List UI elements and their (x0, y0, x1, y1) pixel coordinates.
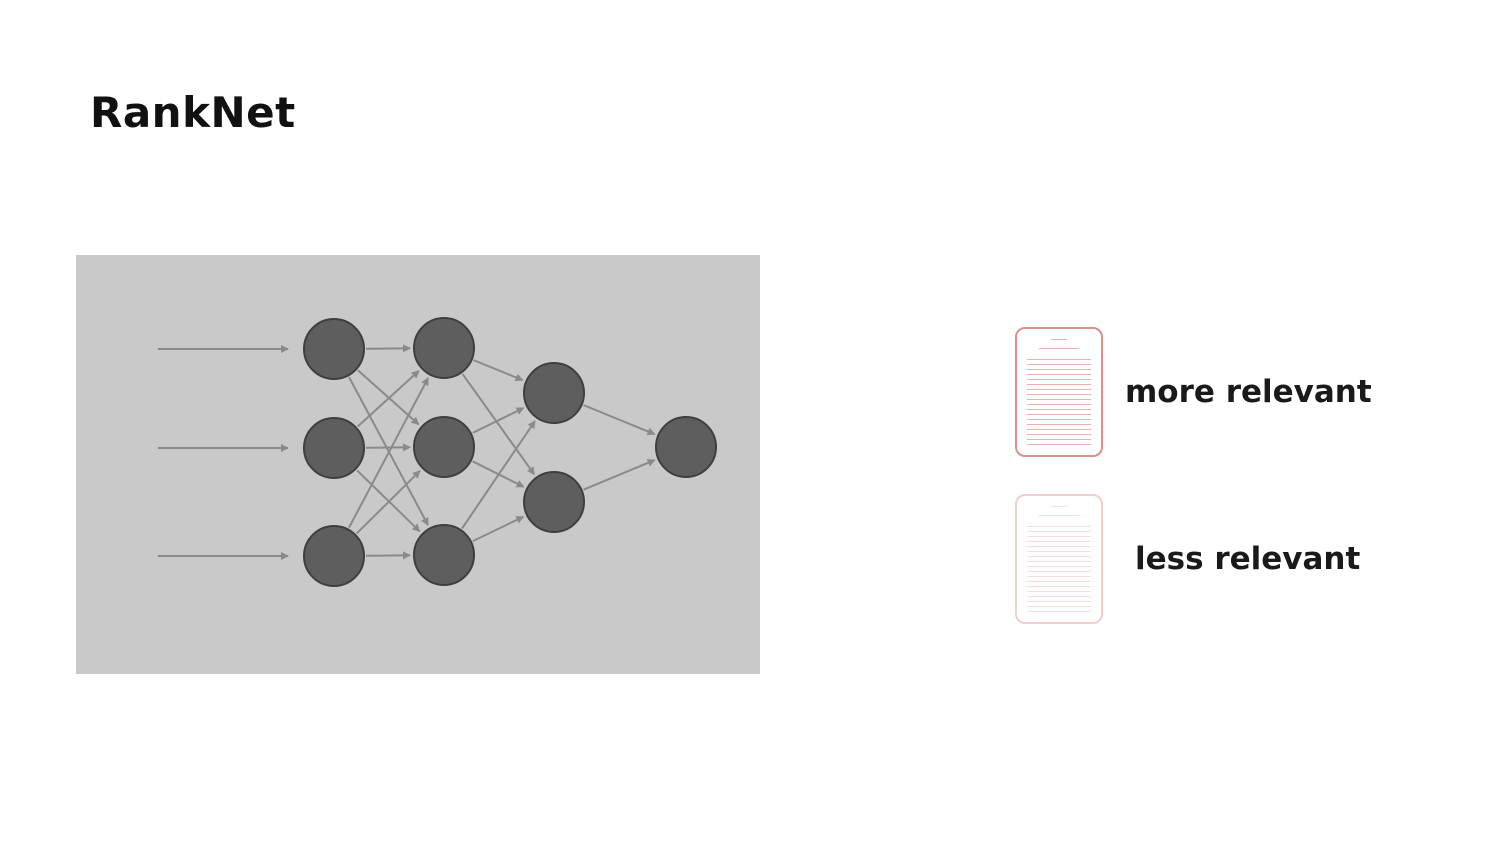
document-text-line (1027, 601, 1091, 602)
document-text-line (1027, 374, 1091, 375)
document-text-line (1027, 429, 1091, 430)
document-text-line (1027, 586, 1091, 587)
neuron-node (303, 525, 365, 587)
document-text-line (1027, 414, 1091, 415)
neural-network-svg (158, 317, 717, 587)
document-text-line (1027, 606, 1091, 607)
less-relevant-row: less relevant (1015, 494, 1360, 624)
document-text-line (1039, 348, 1079, 349)
neuron-node (303, 318, 365, 380)
connection-arrow (472, 515, 525, 543)
document-text-line (1027, 364, 1091, 365)
document-text-line (1027, 359, 1091, 360)
document-text-line (1027, 394, 1091, 395)
document-text-line (1027, 561, 1091, 562)
document-text-line (1027, 571, 1091, 572)
document-text-line (1027, 369, 1091, 370)
connection-arrow (472, 407, 525, 434)
document-text-line (1027, 581, 1091, 582)
connection-arrow (583, 459, 656, 491)
neuron-node (655, 416, 717, 478)
document-text-line (1027, 439, 1091, 440)
neuron-node (523, 362, 585, 424)
document-text-line (1051, 339, 1067, 340)
document-text-line (1027, 424, 1091, 425)
document-text-line (1027, 576, 1091, 577)
connection-arrow (461, 420, 536, 530)
neuron-node (413, 416, 475, 478)
neuron-node (413, 317, 475, 379)
connection-arrow (583, 404, 656, 436)
more-relevant-label: more relevant (1125, 374, 1372, 410)
document-text-line (1027, 531, 1091, 532)
document-text-line (1027, 541, 1091, 542)
slide-title: RankNet (90, 88, 296, 137)
document-text-line (1027, 409, 1091, 410)
document-text-line (1027, 419, 1091, 420)
document-text-line (1027, 591, 1091, 592)
connection-arrow (357, 370, 420, 428)
document-text-line (1027, 556, 1091, 557)
neuron-node (523, 471, 585, 533)
document-text-line (1051, 506, 1067, 507)
document-text-line (1027, 566, 1091, 567)
document-text-line (1027, 434, 1091, 435)
document-text-line (1027, 551, 1091, 552)
document-text-line (1027, 404, 1091, 405)
neuron-node (413, 524, 475, 586)
document-text-line (1027, 596, 1091, 597)
document-text-line (1027, 536, 1091, 537)
document-icon (1015, 327, 1103, 457)
document-icon (1015, 494, 1103, 624)
less-relevant-label: less relevant (1135, 541, 1361, 577)
connection-arrow (348, 377, 429, 529)
more-relevant-row: more relevant (1015, 327, 1372, 457)
document-text-line (1027, 444, 1091, 445)
document-text-line (1027, 379, 1091, 380)
document-text-line (1027, 546, 1091, 547)
document-text-line (1027, 384, 1091, 385)
connection-arrow (473, 359, 524, 382)
document-text-line (1027, 389, 1091, 390)
document-text-line (1039, 515, 1079, 516)
document-text-line (1027, 611, 1091, 612)
connection-arrow (356, 470, 421, 535)
neural-network-diagram (76, 255, 760, 674)
document-text-line (1027, 526, 1091, 527)
neuron-node (303, 417, 365, 479)
connection-arrow (461, 373, 536, 476)
document-text-line (1027, 399, 1091, 400)
